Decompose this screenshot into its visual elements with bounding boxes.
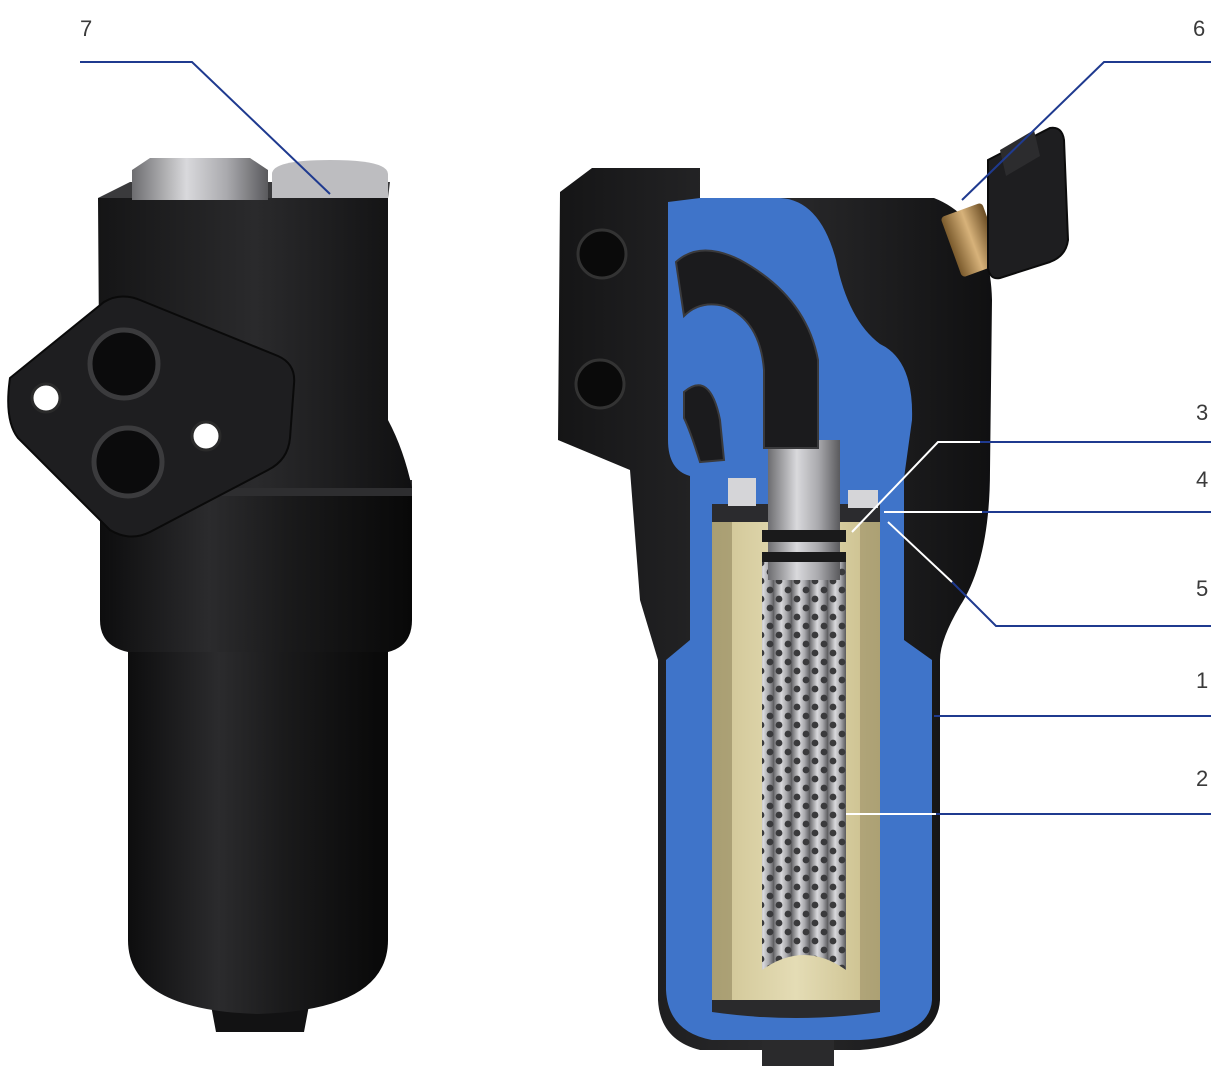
cutaway-port-hole-upper	[576, 228, 628, 280]
leader-line-7	[80, 61, 331, 195]
callout-4: 4	[1196, 467, 1209, 492]
cutaway-port-hole-lower	[574, 358, 626, 410]
leader-line-6	[961, 61, 1211, 201]
cutaway-elbow-pipe	[674, 249, 819, 449]
exterior-bowl	[128, 640, 388, 1014]
cutaway-clogging-indicator	[941, 126, 1070, 280]
callout-6: 6	[1193, 16, 1206, 41]
leader-line-5-int	[887, 521, 953, 583]
callout-5: 5	[1196, 576, 1209, 601]
callout-2: 2	[1196, 766, 1209, 791]
flange-bolt-hole-left	[30, 382, 62, 414]
exterior-hex-plug	[132, 158, 268, 200]
exterior-collar	[100, 488, 412, 652]
flange-port-upper	[87, 327, 161, 401]
flange-bolt-hole-right	[190, 420, 222, 452]
cutaway-perforated-core	[762, 560, 846, 970]
callout-7: 7	[80, 16, 93, 41]
exterior-flange	[7, 295, 296, 538]
callout-3: 3	[1196, 400, 1209, 425]
leader-line-5	[951, 581, 1211, 627]
exterior-filter	[7, 158, 412, 1032]
cutaway-drain-plug	[762, 1040, 834, 1066]
leader-lines	[80, 61, 1211, 815]
cutaway-filter	[558, 126, 1070, 1066]
flange-port-lower	[91, 425, 165, 499]
callout-1: 1	[1196, 668, 1209, 693]
exterior-indicator-cap	[272, 160, 388, 198]
